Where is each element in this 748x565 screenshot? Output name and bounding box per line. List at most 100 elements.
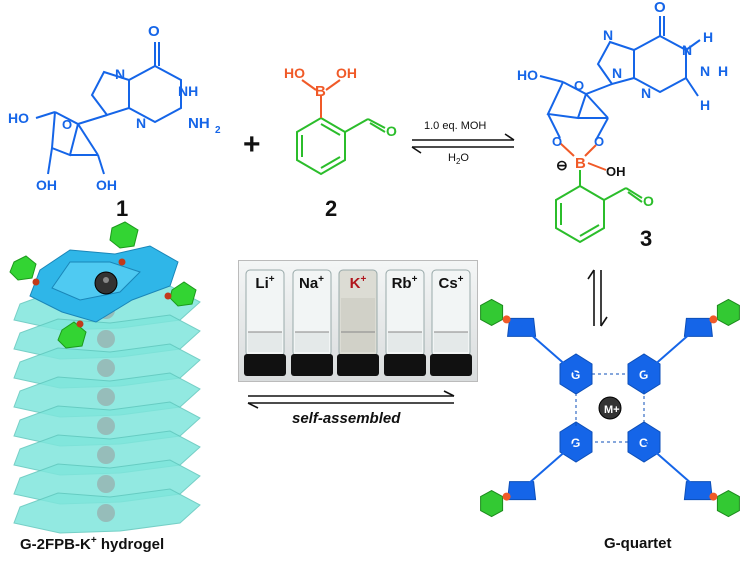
vial-ion: Li bbox=[255, 275, 269, 292]
vial-charge: + bbox=[268, 274, 275, 285]
c3-n-a: N bbox=[603, 27, 613, 43]
caption-g-quartet: G-quartet bbox=[604, 535, 672, 552]
vial-glass bbox=[383, 269, 426, 376]
compound-3-number: 3 bbox=[640, 226, 653, 251]
ribose-ring bbox=[683, 481, 713, 501]
vial-label-cs: Cs+ bbox=[428, 274, 474, 292]
vial-na: Na+ bbox=[289, 266, 335, 378]
benzene-ring bbox=[716, 490, 740, 518]
c1-ring-o-label: O bbox=[62, 117, 72, 132]
caption-hydrogel-sup: + bbox=[90, 535, 97, 546]
c2-ho-label: HO bbox=[284, 65, 305, 81]
vial-label-k: K+ bbox=[335, 274, 381, 292]
caption-hydrogel-pre: G-2FPB-K bbox=[20, 536, 91, 553]
vial-li: Li+ bbox=[242, 266, 288, 378]
compound-2-number: 2 bbox=[325, 196, 338, 221]
vial-label-li: Li+ bbox=[242, 274, 288, 292]
cation-label: M+ bbox=[604, 404, 620, 416]
c1-ho-label: HO bbox=[8, 110, 29, 126]
vial-charge: + bbox=[318, 274, 325, 285]
vial-glass bbox=[244, 269, 286, 376]
vial-charge: + bbox=[457, 274, 464, 285]
c3-ring-o: O bbox=[574, 78, 584, 93]
stack-cation bbox=[97, 475, 115, 493]
benzene-ring bbox=[716, 298, 740, 326]
compound-1-number: 1 bbox=[116, 196, 129, 221]
c3-o-aldehyde: O bbox=[643, 193, 654, 209]
c1-oh-label-b: OH bbox=[96, 177, 117, 193]
boron-atom bbox=[502, 492, 511, 501]
c3-nh-label: N bbox=[682, 42, 692, 58]
plus-sign: + bbox=[243, 128, 261, 161]
glycosidic-bond bbox=[520, 441, 577, 491]
c3-b-label: B bbox=[575, 155, 586, 172]
c1-oh-label-a: OH bbox=[36, 177, 57, 193]
caption-hydrogel-post: hydrogel bbox=[96, 536, 165, 553]
stack-cation bbox=[97, 330, 115, 348]
c2-o-label: O bbox=[386, 123, 397, 139]
vial-glass bbox=[337, 269, 379, 376]
vial-ion: Na bbox=[298, 275, 319, 292]
c3-n-d: N bbox=[700, 63, 710, 79]
vial-charge: + bbox=[411, 274, 418, 285]
vial-k: K+ bbox=[335, 266, 381, 378]
vial-rb: Rb+ bbox=[382, 266, 428, 378]
c3-oh-label: OH bbox=[606, 164, 626, 179]
c2-oh-label: OH bbox=[336, 65, 357, 81]
vial-glass bbox=[430, 269, 472, 376]
boron-atom bbox=[709, 492, 718, 501]
conditions-top: 1.0 eq. MOH bbox=[424, 120, 487, 132]
stack-cation bbox=[97, 446, 115, 464]
c3-h-a: H bbox=[703, 29, 713, 45]
benzene-ring bbox=[480, 490, 504, 518]
stack-cation bbox=[97, 417, 115, 435]
caption-hydrogel: G-2FPB-K+ hydrogel bbox=[20, 535, 164, 553]
c3-bminus: ⊖ bbox=[556, 157, 568, 173]
vial-ion: Cs bbox=[438, 275, 458, 292]
c3-o-a: O bbox=[552, 134, 562, 149]
vial-label-rb: Rb+ bbox=[382, 274, 428, 292]
guanine-label: G bbox=[571, 368, 580, 382]
c3-ho-label: HO bbox=[517, 67, 538, 83]
stack-cation bbox=[97, 359, 115, 377]
vial-ion: Rb bbox=[391, 275, 412, 292]
boron-atom bbox=[709, 315, 718, 324]
conditions-bottom-sub: 2 bbox=[455, 157, 461, 167]
c3-n-b: N bbox=[612, 65, 622, 81]
c1-o-label: O bbox=[148, 23, 160, 40]
glycosidic-bond bbox=[643, 325, 700, 375]
stack-cation bbox=[97, 388, 115, 406]
c3-h-c: H bbox=[700, 97, 710, 113]
glycosidic-bond bbox=[520, 325, 577, 375]
self-assembled-label: self-assembled bbox=[292, 410, 401, 427]
central-cation bbox=[598, 396, 622, 420]
conditions-bottom: H2O bbox=[448, 152, 469, 166]
c1-nh-label: NH bbox=[178, 83, 198, 99]
boron-atom bbox=[502, 315, 511, 324]
guanine-label: G bbox=[639, 368, 648, 382]
c1-n2-label: N bbox=[136, 115, 146, 131]
c1-n-label: N bbox=[115, 66, 125, 82]
c3-o-top: O bbox=[654, 0, 666, 16]
c3-o-b: O bbox=[594, 134, 604, 149]
vial-cs: Cs+ bbox=[428, 266, 474, 378]
vial-charge: + bbox=[360, 274, 367, 285]
c2-b-label: B bbox=[315, 83, 326, 100]
vial-ion: K bbox=[349, 275, 361, 292]
c1-nh2-sub: 2 bbox=[215, 125, 221, 136]
conditions-bottom-o: O bbox=[460, 152, 469, 164]
c3-n-c: N bbox=[641, 85, 651, 101]
conditions-bottom-h: H bbox=[448, 152, 456, 164]
glycosidic-bond bbox=[643, 441, 700, 491]
c3-h-b: H bbox=[718, 63, 728, 79]
vial-label-na: Na+ bbox=[289, 274, 335, 292]
